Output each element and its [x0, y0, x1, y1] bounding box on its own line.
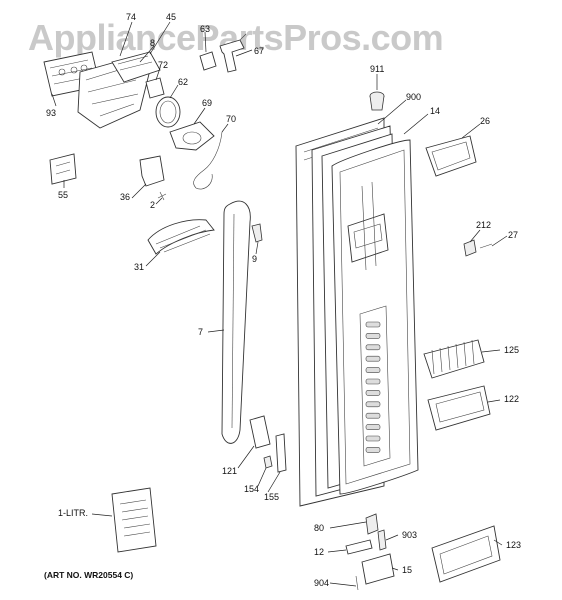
shelf-rail-mark [365, 367, 381, 373]
door-bin-part-122 [427, 385, 491, 431]
callout-123: 123 [506, 540, 521, 550]
callout-36: 36 [120, 192, 130, 202]
shelf-rail-mark [365, 401, 381, 408]
shelf-rail-mark [365, 321, 381, 328]
callout-15: 15 [402, 565, 412, 575]
callout-122: 122 [504, 394, 519, 404]
art-number: (ART NO. WR20554 C) [44, 570, 133, 580]
callout-70: 70 [226, 114, 236, 124]
callout-904: 904 [314, 578, 329, 588]
door-shelf-rails [365, 321, 381, 453]
callout-69: 69 [202, 98, 212, 108]
callout-55: 55 [58, 190, 68, 200]
wire-harness-part [193, 131, 223, 190]
screw-part-27 [479, 243, 493, 249]
shelf-rail-mark [365, 355, 381, 362]
leader-lines [51, 21, 508, 587]
door-bin-part-123 [431, 525, 501, 583]
shelf-rail-mark [365, 435, 381, 442]
callout-212: 212 [476, 220, 491, 230]
callout-74: 74 [126, 12, 136, 22]
part-36 [139, 155, 165, 187]
callout-67: 67 [254, 46, 264, 56]
callout-12: 12 [314, 547, 324, 557]
watermark-text: AppliancePartsPros.com [28, 17, 443, 58]
fresh-food-door [295, 91, 419, 507]
hinge-part-155 [275, 433, 287, 473]
door-handle-part [221, 200, 251, 444]
motor-bracket-part [169, 121, 215, 151]
shelf-rail-mark [365, 344, 381, 351]
callout-72: 72 [158, 60, 168, 70]
shelf-rail-mark [365, 412, 381, 419]
callout-63: 63 [200, 24, 210, 34]
shelf-rail-mark [365, 447, 381, 453]
bracket-part [199, 33, 247, 73]
callout-900: 900 [406, 92, 421, 102]
callout-26: 26 [480, 116, 490, 126]
grille-part [147, 219, 215, 255]
callout-8: 8 [150, 38, 155, 48]
callout-155: 155 [264, 492, 279, 502]
callout-62: 62 [178, 77, 188, 87]
screw-part-9 [251, 223, 263, 243]
callout-2: 2 [150, 200, 155, 210]
screw-part-154 [263, 455, 273, 469]
callout-1-litr: 1-LITR. [58, 508, 88, 518]
callout-154: 154 [244, 484, 259, 494]
wire-shelf-part [423, 339, 485, 379]
callout-9: 9 [252, 254, 257, 264]
callout-45: 45 [166, 12, 176, 22]
literature-booklet [111, 487, 157, 553]
bottom-hinge-parts [345, 513, 395, 591]
callout-31: 31 [134, 262, 144, 272]
callout-80: 80 [314, 523, 324, 533]
switch-part [145, 77, 165, 99]
dispenser-housing-assembly [43, 51, 161, 129]
ring-part [155, 96, 181, 128]
hinge-part-121 [249, 415, 271, 449]
callout-125: 125 [504, 345, 519, 355]
callout-27: 27 [508, 230, 518, 240]
shelf-rail-mark [365, 424, 381, 430]
part-55 [49, 153, 77, 185]
shelf-rail-mark [365, 333, 381, 339]
shelf-rail-mark [365, 390, 381, 396]
callout-911: 911 [370, 64, 384, 74]
callout-121: 121 [222, 466, 237, 476]
dairy-bin-part [425, 135, 477, 177]
callout-14: 14 [430, 106, 440, 116]
screw-part-2 [157, 191, 167, 201]
callout-7: 7 [198, 327, 203, 337]
callout-903: 903 [402, 530, 417, 540]
shelf-rail-mark [365, 378, 381, 385]
callout-93: 93 [46, 108, 56, 118]
part-212 [463, 239, 477, 257]
callout-labels: 74 45 8 63 67 72 62 93 69 70 911 900 14 … [46, 12, 521, 588]
